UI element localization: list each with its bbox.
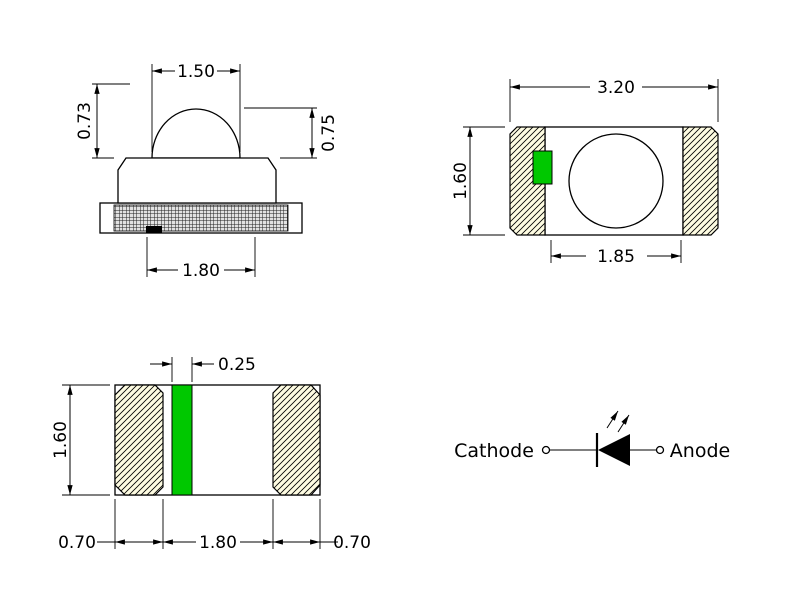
dim-label: 1.50 xyxy=(177,62,215,82)
dim-label: 0.25 xyxy=(218,355,256,375)
dim-extension-lines xyxy=(244,107,317,159)
led-symbol: Cathode Anode xyxy=(454,410,730,467)
anode-terminal-dot xyxy=(655,445,665,455)
dim-label: 0.73 xyxy=(75,102,95,140)
anode-label: Anode xyxy=(670,440,730,462)
emission-arrow-icon xyxy=(617,414,630,433)
dim-extension-lines xyxy=(550,240,682,263)
dim-stripe-width: 0.25 xyxy=(150,355,256,382)
dim-extension-lines xyxy=(114,499,321,549)
top-view: 3.20 1.60 1.85 xyxy=(451,78,719,267)
emission-arrow-icon xyxy=(606,410,619,429)
dim-left-height: 0.73 xyxy=(75,83,130,159)
cathode-terminal-dot xyxy=(541,445,551,455)
dim-label: 1.60 xyxy=(451,162,471,200)
dim-extension-lines xyxy=(171,357,193,382)
dim-dome-height: 0.75 xyxy=(244,107,339,159)
led-body xyxy=(117,157,277,204)
dim-package-width: 3.20 xyxy=(509,78,719,122)
dim-label: 1.85 xyxy=(597,247,635,267)
pad-right xyxy=(272,384,321,496)
base-polarity-notch xyxy=(146,226,162,233)
dim-dome-width: 1.50 xyxy=(151,62,241,152)
dim-label-center: 1.80 xyxy=(199,533,237,553)
pad-left xyxy=(114,384,164,496)
lens-circle xyxy=(568,133,664,229)
dim-label: 1.60 xyxy=(51,421,71,459)
dim-label: 3.20 xyxy=(597,78,635,98)
polarity-mark-top xyxy=(532,150,553,185)
dim-label: 0.75 xyxy=(319,114,339,152)
dim-extension-lines xyxy=(509,79,719,122)
base-knurl-area xyxy=(113,204,289,232)
dim-package-height: 1.60 xyxy=(451,126,505,236)
dim-body-width: 1.80 xyxy=(146,237,256,281)
dim-label-left-pad: 0.70 xyxy=(58,533,96,553)
terminal-right xyxy=(682,126,719,236)
dim-bottom-chain: 0.70 1.80 0.70 xyxy=(58,499,371,553)
diode-triangle xyxy=(598,434,630,466)
cathode-stripe xyxy=(171,384,193,496)
side-view: 1.50 0.73 0.75 1.80 xyxy=(75,62,339,281)
cathode-label: Cathode xyxy=(454,440,534,462)
bottom-view: 0.25 1.60 0.70 1.80 0.70 xyxy=(51,355,371,553)
dim-body-height: 1.60 xyxy=(51,384,110,496)
dim-label: 1.80 xyxy=(182,261,220,281)
dim-extension-lines xyxy=(151,64,241,152)
dim-extension-lines xyxy=(92,83,130,159)
lens-dome xyxy=(151,108,241,159)
dim-label-right-pad: 0.70 xyxy=(333,533,371,553)
dim-inner-width: 1.85 xyxy=(550,240,682,267)
